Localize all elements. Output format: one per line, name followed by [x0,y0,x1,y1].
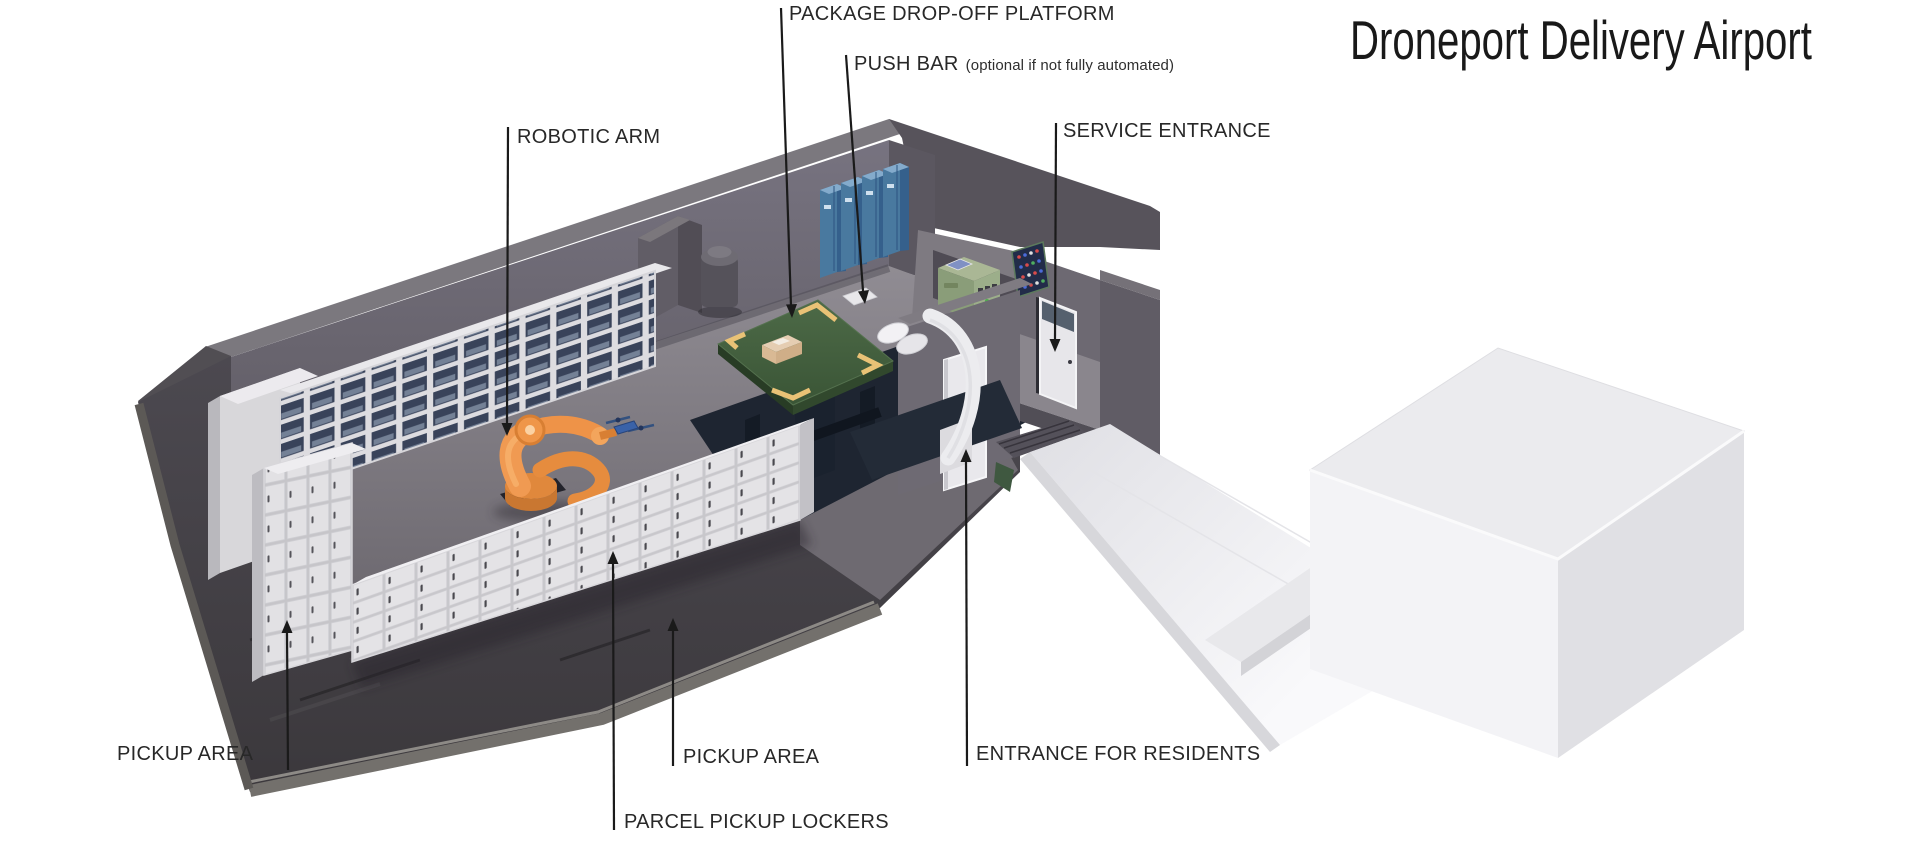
threshold-grate [994,420,1086,492]
droneport-platform [1308,347,1746,758]
service-door-knob [1068,360,1072,364]
push-bar-device [842,287,981,474]
corner-markers [724,302,884,401]
label-robotic-arm: ROBOTIC ARM [517,126,660,148]
label-package-dropoff-text: PACKAGE DROP-OFF PLATFORM [789,3,1115,25]
leader-robotic-arm [505,126,510,424]
arrow-push-bar [858,290,869,304]
arrow-package-dropoff [786,304,797,318]
leader-push-bar [844,54,865,292]
push-bar-note: (optional if not fully automated) [965,57,1175,74]
leader-residents-entrance [964,461,969,767]
label-entrance-for-residents-text: ENTRANCE FOR RESIDENTS [976,743,1261,765]
label-robotic-arm-text: ROBOTIC ARM [517,126,661,148]
leader-service-entrance [1053,122,1058,340]
cleaning-robot [698,246,742,318]
label-push-bar-text: PUSH BAR [854,53,959,75]
label-pickup-area-left-text: PICKUP AREA [117,743,254,765]
page-title: Droneport Delivery Airport [1350,9,1812,71]
console-screen [944,258,974,271]
package-drop-off-platform-3d [717,299,894,415]
arrow-pickup-area-center [667,618,679,631]
label-pickup-area-left: PICKUP AREA [117,743,253,765]
label-parcel-pickup-lockers-text: PARCEL PICKUP LOCKERS [624,811,889,833]
leader-parcel-lockers [611,563,616,831]
leader-pickup-area-left [285,632,290,771]
label-pickup-area-center-text: PICKUP AREA [683,746,820,768]
locker-end-cap [252,442,366,682]
label-pickup-area-center: PICKUP AREA [683,746,819,768]
locker-shadow [352,520,812,688]
arrow-service-entrance [1049,339,1061,352]
parcel-box [762,335,802,364]
leader-lines [281,7,1061,831]
label-service-entrance: SERVICE ENTRANCE [1063,120,1271,142]
arrow-robotic-arm [501,423,513,436]
drone [605,415,655,435]
label-parcel-pickup-lockers: PARCEL PICKUP LOCKERS [624,811,889,833]
push-bar-device-base [850,380,1022,480]
label-push-bar: PUSH BAR (optional if not fully automated… [854,53,1174,77]
package-shelf [279,263,672,495]
front-floor-strip [800,452,1018,600]
service-door [1036,296,1077,410]
label-service-entrance-text: SERVICE ENTRANCE [1063,120,1271,142]
arrow-residents-entrance [960,449,972,462]
label-entrance-for-residents: ENTRANCE FOR RESIDENTS [976,743,1260,765]
indicator-board [1011,241,1050,298]
arrow-parcel-lockers [607,551,619,564]
label-package-dropoff-platform: PACKAGE DROP-OFF PLATFORM [789,3,1115,25]
leader-package-dropoff [779,7,793,307]
arrow-pickup-area-left [281,620,293,633]
